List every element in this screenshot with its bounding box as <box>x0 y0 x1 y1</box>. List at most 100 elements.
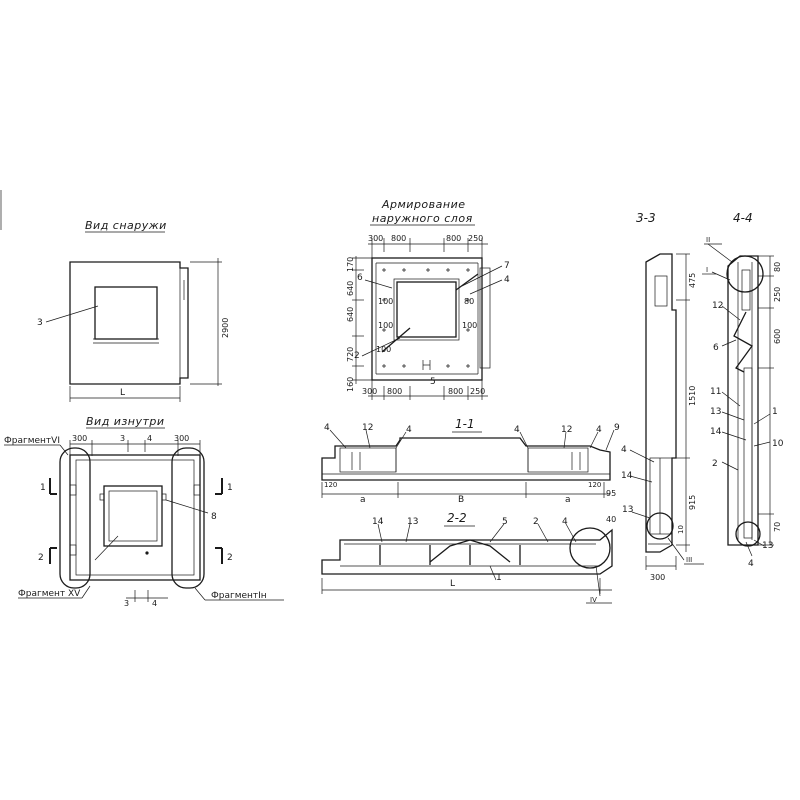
rf-dim-left-1: 640 <box>346 281 355 296</box>
outer-width-label: L <box>120 388 125 398</box>
inner-dim-mid-a: 3 <box>120 434 125 443</box>
rf-dim-bot-3: 250 <box>470 387 485 396</box>
inner-callout: 8 <box>211 512 217 522</box>
section-2-2: 2-2 14 13 5 2 4 40 1 L IV <box>321 511 616 604</box>
s44-callout-1: 12 <box>712 301 723 311</box>
s44-fragment-circle-bot <box>735 521 761 547</box>
rf-dim-top-1: 800 <box>391 234 406 243</box>
fragment-oval-left <box>59 447 91 589</box>
rf-callout-0: 6 <box>357 273 363 283</box>
s44-dim-0: 80 <box>773 262 782 272</box>
rf-dim-left-3: 720 <box>346 347 355 362</box>
reinforcement-plan: Армирование наружного слоя 300 <box>346 198 510 400</box>
s22-outline <box>321 528 613 575</box>
s22-callout-6: 1 <box>496 573 502 583</box>
rf-dim-top-3: 250 <box>468 234 483 243</box>
s22-callout-5: 40 <box>606 515 616 524</box>
s44-dim-1: 250 <box>773 287 782 302</box>
rf-dim-inner-0: 100 <box>378 297 393 306</box>
s11-callout-6: 9 <box>614 423 620 433</box>
view-outside: Вид снаружи 3 2900 L <box>37 219 230 402</box>
rf-dim-left-4: 160 <box>346 377 355 392</box>
s44-dim-3: 70 <box>773 522 782 532</box>
s22-callout-0: 14 <box>372 517 384 527</box>
reinforcement-window <box>396 281 457 338</box>
s44-label: 4-4 <box>733 211 753 225</box>
rf-dim-inner-3: 80 <box>464 297 474 306</box>
outer-panel-outline <box>69 261 189 385</box>
rf-dim-inner-1: 100 <box>378 321 393 330</box>
section-mark-2-left: 2 <box>38 553 44 563</box>
outer-window-opening <box>94 286 158 340</box>
fragment-label-tl: ФрагментVI <box>4 436 60 446</box>
s22-fragment: IV <box>590 596 597 604</box>
section-mark-2-right: 2 <box>227 553 233 563</box>
s33-label: 3-3 <box>636 211 656 225</box>
s44-callout-0: 1 <box>772 407 778 417</box>
section-3-3: 3-3 475 1510 915 10 300 4 14 13 III <box>621 211 704 582</box>
rf-callout-2: 4 <box>504 275 510 285</box>
s33-callout-0: 4 <box>621 445 627 455</box>
s22-callout-3: 2 <box>533 517 539 527</box>
s11-callout-0: 4 <box>324 423 330 433</box>
s11-dim-5: 95 <box>606 489 616 498</box>
outer-callout: 3 <box>37 318 43 328</box>
s22-fragment-circle <box>569 527 611 569</box>
s44-callout-8: 4 <box>748 559 754 569</box>
s44-callout-5: 14 <box>710 427 722 437</box>
s11-callout-3: 4 <box>514 425 520 435</box>
s11-dim-0: a <box>360 495 366 505</box>
s44-callout-2: 6 <box>713 343 719 353</box>
rf-dim-left-0: 170 <box>346 257 355 272</box>
view-outside-title: Вид снаружи <box>85 219 167 232</box>
outer-height-dim: 2900 <box>221 318 230 338</box>
s44-callout-3: 11 <box>710 387 721 397</box>
s11-outline <box>321 437 611 481</box>
rf-callout-1: 7 <box>504 261 510 271</box>
view-inside-title: Вид изнутри <box>86 415 165 428</box>
s11-callout-2: 4 <box>406 425 412 435</box>
s44-fragment-circle-top <box>726 255 764 293</box>
reinforcement-outline <box>371 257 483 381</box>
inner-window-opening <box>103 485 163 547</box>
rf-callout-4: 5 <box>430 377 436 387</box>
s44-fragment-0: II <box>706 236 710 244</box>
fragment-oval-right <box>171 447 205 589</box>
section-1-1: 1-1 4 12 4 4 12 4 9 a B a 120 <box>321 417 620 505</box>
s22-callout-4: 4 <box>562 517 568 527</box>
s11-dim-2: a <box>565 495 571 505</box>
s11-callout-1: 12 <box>362 423 373 433</box>
inner-dim-mid-b: 4 <box>147 434 152 443</box>
s33-dim-2: 915 <box>688 495 697 510</box>
section-4-4: 4-4 80 250 600 70 1 12 6 11 13 14 10 <box>702 211 784 569</box>
rf-dim-top-2: 800 <box>446 234 461 243</box>
s44-callout-4: 13 <box>710 407 721 417</box>
section-mark-1-right: 1 <box>227 483 233 493</box>
s22-bent-bar <box>429 539 511 563</box>
rf-dim-top-0: 300 <box>368 234 383 243</box>
inner-dim-bot-a: 3 <box>124 599 129 608</box>
s22-length: L <box>450 579 455 589</box>
reinforcement-title-1: Армирование <box>381 198 466 211</box>
rf-dim-bot-1: 800 <box>387 387 402 396</box>
s44-bent-bar <box>733 311 753 373</box>
s44-callout-9: 13 <box>762 541 773 551</box>
s11-label: 1-1 <box>455 417 475 431</box>
s33-fragment-circle <box>646 512 674 540</box>
reinforcement-title-2: наружного слоя <box>372 212 473 225</box>
fragment-label-bl: Фрагмент XV <box>18 589 81 599</box>
s11-dim-1: B <box>458 495 464 505</box>
fragment-label-br: ФрагментIн <box>211 591 267 601</box>
s33-callout-1: 14 <box>621 471 633 481</box>
rf-dim-bot-2: 800 <box>448 387 463 396</box>
rf-dim-inner-4: 100 <box>462 321 477 330</box>
section-mark-1-left: 1 <box>40 483 46 493</box>
s44-callout-6: 10 <box>772 439 784 449</box>
s33-dim-1: 1510 <box>688 386 697 406</box>
s44-fragment-1: I <box>706 266 708 274</box>
inner-panel-outline <box>69 454 201 581</box>
s11-callout-4: 12 <box>561 425 572 435</box>
s11-callout-5: 4 <box>596 425 602 435</box>
s11-dim-4: 120 <box>588 481 601 489</box>
